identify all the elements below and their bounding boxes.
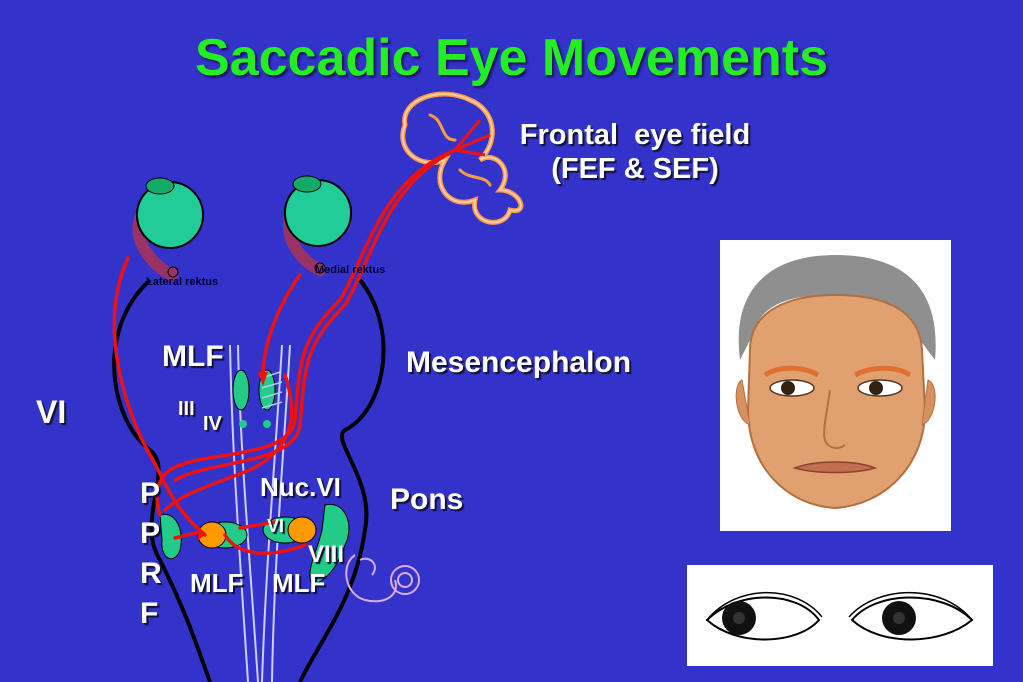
pprf-letter-3: R: [140, 557, 162, 590]
nuc-vi-label: Nuc.VI: [260, 472, 341, 502]
page-title: Saccadic Eye Movements: [195, 29, 828, 87]
pprf-nucleus: [159, 513, 182, 560]
nucleus-iii-left: [232, 369, 250, 411]
pprf-letter-1: P: [140, 477, 161, 510]
nucleus-vi-right-orange: [287, 516, 317, 544]
nucleus-viii: [309, 503, 350, 586]
left-eye-group: [132, 177, 204, 281]
right-eyeball: [284, 179, 352, 247]
saccade-pathways: [112, 148, 457, 555]
nucleus-iv-left: [239, 420, 247, 428]
mlf-top-label: MLF: [162, 340, 224, 373]
pathway-medial-rectus: [261, 273, 302, 382]
mesencephalon-label: Mesencephalon: [406, 346, 632, 379]
nucleus-iv-right: [263, 420, 271, 428]
pprf-letter-2: P: [140, 517, 161, 550]
frontal-cortex-icon: [400, 91, 524, 225]
brainstem-outline-left: [112, 278, 212, 682]
medial-rectus-label: Medial rektus: [315, 264, 386, 276]
vi-nerve-label: VI: [36, 394, 67, 430]
pprf-label: P P R F: [140, 474, 162, 634]
face-illustration: [720, 240, 951, 531]
nucleus-iii-label: III: [178, 398, 195, 420]
brainstem-outline-right: [298, 278, 386, 682]
pathway-fef-descending: [155, 148, 457, 517]
lateral-rectus-label: Lateral rektus: [146, 276, 219, 288]
frontal-label-line1: Frontal eye field: [519, 119, 751, 151]
viii-label: VIII: [308, 541, 345, 568]
pathway-arrows: [198, 372, 268, 540]
pons-label: Pons: [390, 483, 464, 516]
right-eye-group: [283, 175, 352, 276]
frontal-eye-field-label: Frontal eye field (FEF & SEF): [490, 118, 780, 186]
cochlea-icon: [345, 554, 420, 603]
pathway-lateral-rectus: [112, 256, 207, 537]
mlf-bottom-right-label: MLF: [272, 568, 326, 598]
cortex-pathway: [453, 119, 491, 157]
frontal-label-line2: (FEF & SEF): [551, 153, 719, 185]
eyes-illustration: [687, 565, 993, 666]
pprf-letter-4: F: [140, 597, 159, 630]
pathway-mlf-cross: [163, 373, 294, 512]
nucleus-iv-label: IV: [203, 413, 222, 435]
vi-small-label: VI: [267, 516, 285, 536]
mlf-bottom-left-label: MLF: [190, 568, 244, 598]
